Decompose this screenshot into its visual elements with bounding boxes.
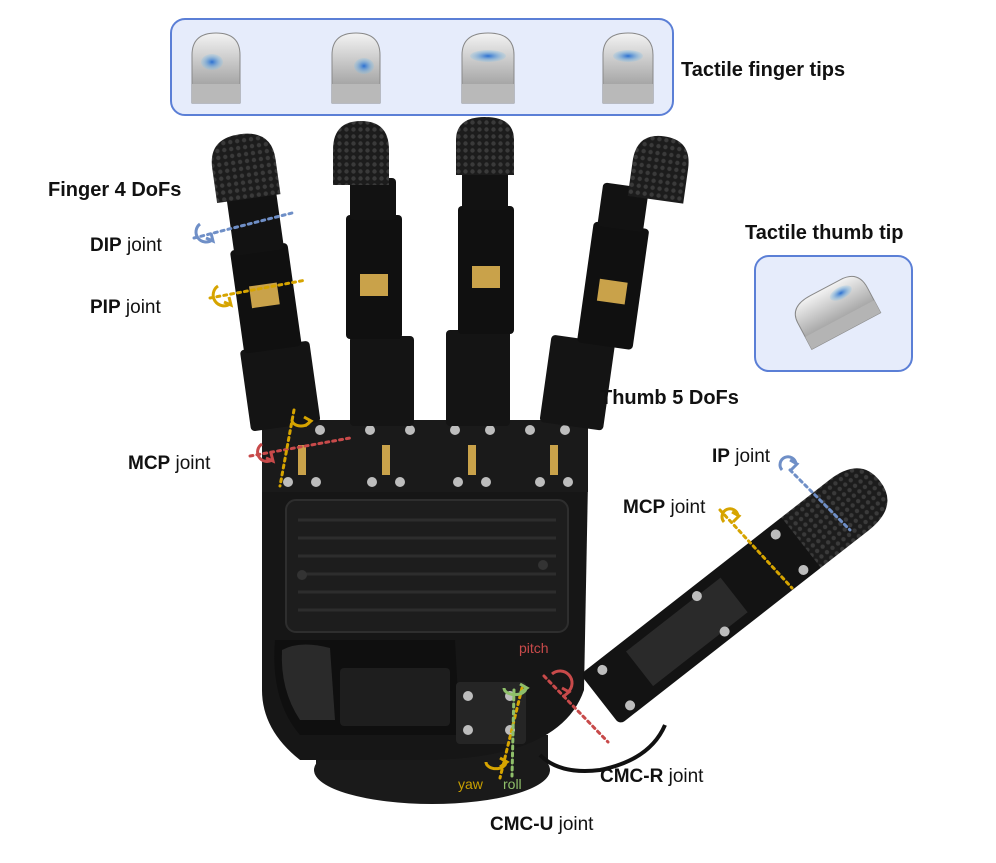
cmc-u-roll-arrow	[502, 682, 530, 697]
mcp-finger-joint-label: MCP joint	[128, 454, 210, 473]
tactile-tip-3	[461, 32, 515, 104]
finger-4	[539, 135, 689, 431]
dip-joint-label: DIP joint	[90, 236, 162, 255]
mcp-thumb-name: MCP	[623, 497, 666, 518]
joint-word: joint	[558, 814, 594, 835]
ip-name: IP	[712, 446, 730, 467]
mcp-finger-roll-arrow	[256, 442, 276, 464]
ip-axis	[788, 468, 852, 532]
dip-name: DIP	[90, 235, 122, 256]
cmc-u-name: CMC-U	[490, 814, 554, 835]
joint-word: joint	[735, 446, 771, 467]
joint-word: joint	[125, 297, 161, 318]
thumb	[582, 468, 888, 723]
joint-word: joint	[668, 766, 704, 787]
joint-word: joint	[126, 235, 162, 256]
mcp-thumb-axis	[718, 508, 794, 590]
pip-joint-label: PIP joint	[90, 298, 161, 317]
mcp-finger-name: MCP	[128, 453, 171, 474]
pip-axis	[208, 278, 308, 300]
cmc-r-rotation-arrow	[551, 669, 574, 698]
joint-word: joint	[175, 453, 211, 474]
cmc-r-joint-label: CMC-R joint	[600, 767, 703, 786]
joint-word: joint	[670, 497, 706, 518]
tactile-thumb-tip	[794, 275, 882, 350]
roll-label: roll	[503, 776, 522, 792]
rotation-arrows	[194, 222, 800, 771]
pitch-label: pitch	[519, 640, 549, 656]
mcp-finger-yaw-arrow	[290, 415, 314, 428]
cmc-r-axis	[542, 674, 610, 744]
mcp-thumb-joint-label: MCP joint	[623, 498, 705, 517]
ip-joint-label: IP joint	[712, 447, 770, 466]
tactile-thumb-tip-heading: Tactile thumb tip	[745, 222, 904, 244]
mcp-finger-axis-roll	[248, 436, 352, 458]
dip-rotation-arrow	[194, 222, 216, 244]
pip-rotation-arrow	[211, 284, 234, 308]
thumb-dofs-heading: Thumb 5 DoFs	[600, 387, 739, 409]
finger-3	[446, 117, 514, 426]
cmc-u-joint-label: CMC-U joint	[490, 815, 593, 834]
finger-tips-panel	[170, 18, 674, 116]
cmc-u-yaw-arrow	[484, 756, 510, 771]
thumb-tip-panel	[754, 255, 913, 372]
tactile-tip-4	[602, 32, 654, 104]
finger-2	[333, 121, 414, 426]
mcp-thumb-rotation-arrow	[720, 507, 742, 524]
cmc-r-name: CMC-R	[600, 766, 664, 787]
tactile-finger-tips-heading: Tactile finger tips	[681, 59, 846, 81]
finger-dofs-heading: Finger 4 DoFs	[48, 179, 182, 201]
tactile-tip-1	[191, 32, 241, 104]
pip-name: PIP	[90, 297, 121, 318]
tactile-tip-2	[331, 32, 381, 104]
yaw-label: yaw	[458, 776, 483, 792]
ip-rotation-arrow	[778, 455, 800, 472]
cmc-u-roll-axis	[510, 688, 516, 778]
